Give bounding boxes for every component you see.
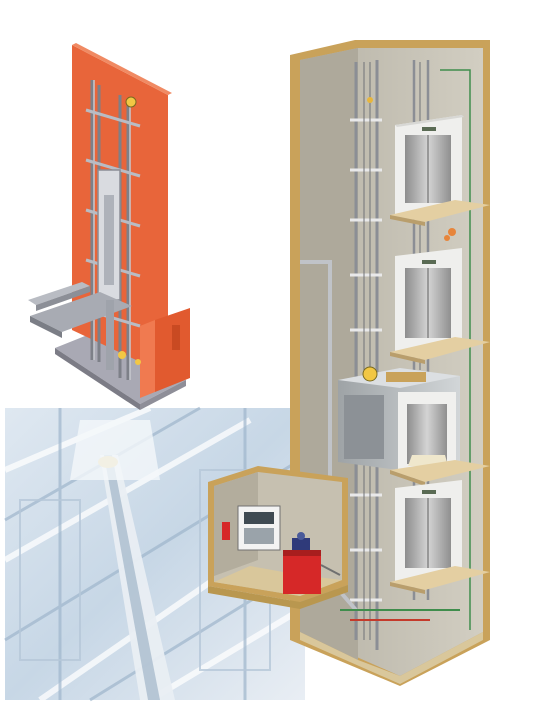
frame-module-illustration	[28, 43, 190, 410]
landing-door-4	[390, 480, 490, 594]
elevator-car	[338, 366, 490, 486]
landing-sill	[390, 200, 490, 222]
landing-door-2	[390, 248, 490, 364]
shaft-cutaway-illustration	[208, 40, 490, 686]
pump-unit	[283, 550, 321, 594]
machine-room	[208, 466, 348, 609]
landing-door-1	[390, 115, 490, 226]
landing-sill	[390, 566, 490, 590]
landing-sill	[390, 337, 490, 360]
